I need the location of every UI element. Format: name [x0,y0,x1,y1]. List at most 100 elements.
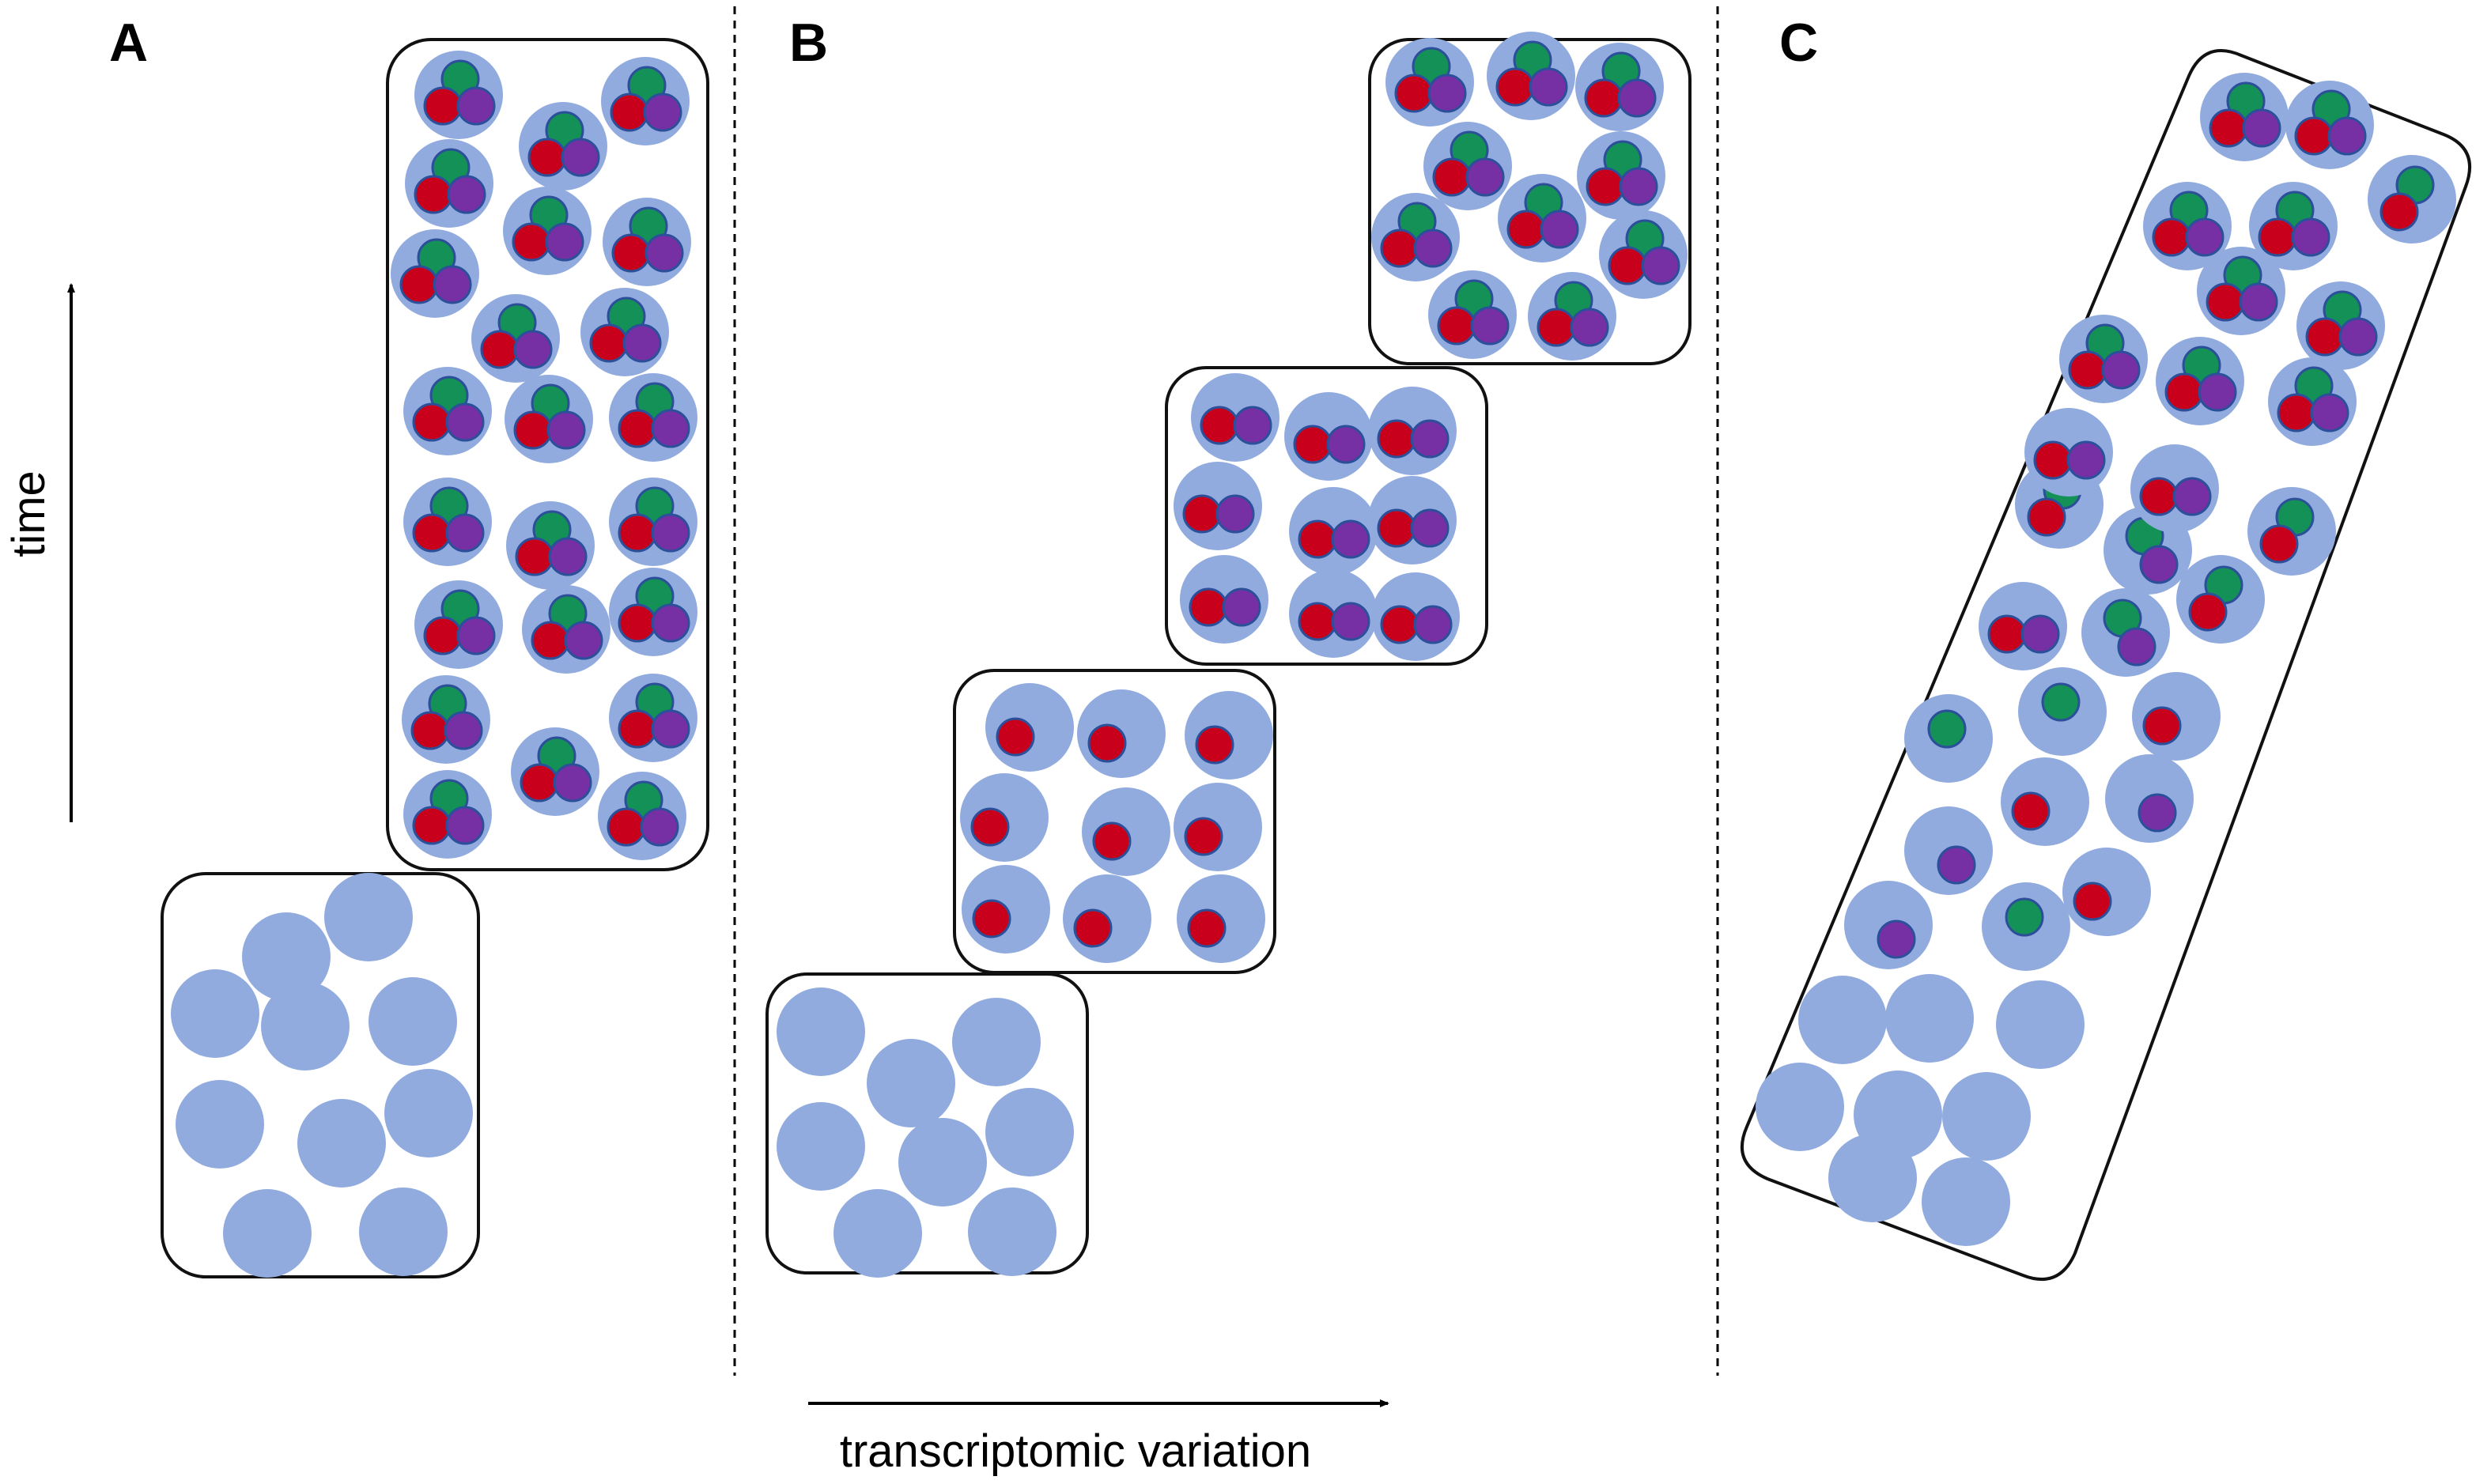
purple-marker [1326,425,1366,464]
purple-marker [2066,440,2106,480]
cell-body [777,987,865,1076]
cell [384,1069,473,1157]
red-marker [610,93,649,132]
red-marker [607,807,646,847]
red-marker [618,409,657,448]
purple-marker [640,807,679,847]
cell [414,580,503,669]
panel-a-initial-box [161,872,480,1278]
red-marker [1200,406,1239,445]
cell [968,1188,1057,1276]
cell [1284,392,1373,481]
red-marker [2068,350,2107,390]
cell [580,288,669,376]
red-marker [2258,217,2297,257]
cell [609,373,697,462]
red-marker [1073,908,1113,948]
cell [414,51,503,139]
cell-body [1854,1071,1942,1159]
red-marker [1087,723,1127,763]
cell-body [968,1188,1057,1276]
red-marker [1380,228,1419,268]
purple-marker [445,806,485,845]
purple-marker [651,709,690,749]
purple-marker [651,603,690,643]
red-marker [1182,494,1222,534]
cell [223,1189,312,1278]
cell [471,294,560,383]
cell [505,375,593,463]
red-marker [2294,116,2334,156]
cell [609,478,697,566]
cell [1174,462,1262,550]
red-marker [423,86,463,126]
red-marker [1189,587,1228,627]
red-marker [2206,282,2245,322]
purple-marker [1937,845,1976,885]
cell [985,1088,1074,1176]
cell-body [176,1080,264,1169]
cell [867,1039,955,1127]
purple-marker [1619,167,1658,206]
cell-body [985,1088,1074,1176]
cell [1922,1157,2010,1246]
red-marker [2073,882,2112,921]
cell [297,1099,386,1188]
cell [171,969,259,1058]
red-marker [423,616,463,655]
purple-marker [1331,602,1370,641]
purple-marker [643,93,682,132]
cell-body [833,1189,922,1278]
red-marker [2259,524,2299,564]
cell [598,772,686,860]
purple-marker [651,409,690,448]
red-marker [1293,425,1332,464]
cell [1885,974,1974,1063]
cell [898,1118,987,1206]
red-marker [414,175,453,214]
cell [1174,783,1262,871]
red-marker [1608,246,1647,285]
cell [962,865,1050,953]
red-marker [618,603,657,643]
red-marker [412,402,452,442]
cell [2268,357,2357,446]
cell [2143,182,2232,270]
time-axis: time [3,283,75,822]
cell [1575,43,1664,131]
cell-body [171,969,259,1058]
red-marker [1380,605,1419,644]
red-marker [1987,614,2027,654]
purple-marker [1413,228,1453,268]
purple-marker [553,763,592,802]
cell [403,367,492,455]
cell [603,198,691,286]
cell [2081,588,2170,677]
cell [2176,555,2265,644]
red-marker [410,711,450,750]
purple-marker [1641,246,1680,285]
red-marker [2209,108,2248,148]
purple-marker [1222,587,1261,627]
cell [242,912,331,1001]
cell-body [297,1099,386,1188]
red-marker [1298,602,1337,641]
red-marker [513,410,553,450]
cell [833,1189,922,1278]
red-marker [996,717,1035,757]
red-marker [611,233,651,273]
purple-marker [447,175,486,214]
purple-marker [546,410,586,450]
cell [1423,122,1512,210]
cell [1371,193,1460,281]
cell [1756,1063,1844,1151]
cell [1063,874,1151,963]
green-marker [2041,682,2081,722]
cell [369,977,457,1066]
cell [1599,210,1688,299]
cell [2247,487,2336,576]
cell [1177,874,1265,963]
purple-marker [513,330,553,369]
cell [1844,881,1933,969]
purple-marker [1233,406,1272,445]
